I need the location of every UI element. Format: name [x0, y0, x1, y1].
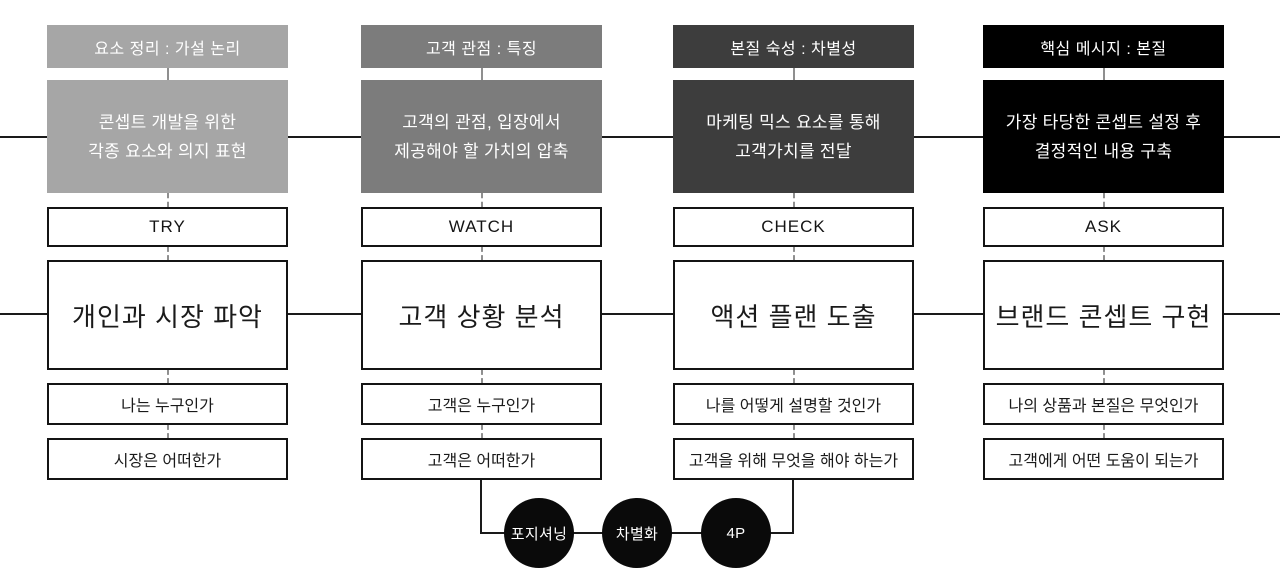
horizontal-rail-middle — [0, 313, 1280, 315]
question1-box-watch: 고객은 누구인가 — [361, 383, 602, 425]
question1-box-check: 나를 어떻게 설명할 것인가 — [673, 383, 914, 425]
circle-label: 포지셔닝 — [510, 525, 568, 543]
dashed-connector — [792, 68, 795, 80]
description-line1: 고객의 관점, 입장에서 — [402, 112, 561, 132]
connector-down-right — [792, 480, 794, 533]
dashed-connector — [1102, 193, 1105, 207]
circle-positioning: 포지셔닝 — [504, 498, 574, 568]
column-check: 본질 숙성 : 차별성 마케팅 믹스 요소를 통해 고객가치를 전달 CHECK… — [673, 25, 914, 480]
title-box-check: 액션 플랜 도출 — [673, 260, 914, 370]
question1-label: 나의 상품과 본질은 무엇인가 — [1008, 398, 1199, 415]
question2-box-try: 시장은 어떠한가 — [47, 438, 288, 480]
dashed-connector — [166, 247, 169, 260]
column-ask: 핵심 메시지 : 본질 가장 타당한 콘셉트 설정 후 결정적인 내용 구축 A… — [983, 25, 1224, 480]
dashed-connector — [1102, 425, 1105, 438]
description-box-watch: 고객의 관점, 입장에서 제공해야 할 가치의 압축 — [361, 80, 602, 193]
title-label: 고객 상황 분석 — [398, 301, 565, 332]
stage-label: WATCH — [448, 217, 515, 236]
description-line2: 각종 요소와 의지 표현 — [88, 141, 247, 161]
column-try: 요소 정리 : 가설 논리 콘셉트 개발을 위한 각종 요소와 의지 표현 TR… — [47, 25, 288, 480]
dashed-connector — [166, 425, 169, 438]
question2-label: 고객은 어떠한가 — [427, 453, 536, 470]
description-line1: 콘셉트 개발을 위한 — [98, 112, 237, 132]
connector-down-left — [480, 480, 482, 533]
dashed-connector — [1102, 247, 1105, 260]
title-box-try: 개인과 시장 파악 — [47, 260, 288, 370]
description-box-check: 마케팅 믹스 요소를 통해 고객가치를 전달 — [673, 80, 914, 193]
dashed-connector — [166, 193, 169, 207]
question2-box-watch: 고객은 어떠한가 — [361, 438, 602, 480]
question2-label: 고객에게 어떤 도움이 되는가 — [1008, 453, 1199, 470]
description-line1: 가장 타당한 콘셉트 설정 후 — [1005, 112, 1202, 132]
question1-box-try: 나는 누구인가 — [47, 383, 288, 425]
question1-label: 나는 누구인가 — [121, 398, 214, 415]
description-box-try: 콘셉트 개발을 위한 각종 요소와 의지 표현 — [47, 80, 288, 193]
question2-label: 고객을 위해 무엇을 해야 하는가 — [688, 453, 899, 470]
circle-4p: 4P — [701, 498, 771, 568]
dashed-connector — [792, 247, 795, 260]
dashed-connector — [1102, 370, 1105, 383]
title-box-watch: 고객 상황 분석 — [361, 260, 602, 370]
header-box-ask: 핵심 메시지 : 본질 — [983, 25, 1224, 68]
header-label: 본질 숙성 : 차별성 — [730, 40, 857, 58]
header-box-check: 본질 숙성 : 차별성 — [673, 25, 914, 68]
title-label: 액션 플랜 도출 — [710, 301, 877, 332]
description-line2: 결정적인 내용 구축 — [1034, 141, 1173, 161]
stage-label: ASK — [1084, 217, 1123, 236]
header-label: 고객 관점 : 특징 — [425, 40, 538, 58]
dashed-connector — [166, 68, 169, 80]
title-box-ask: 브랜드 콘셉트 구현 — [983, 260, 1224, 370]
description-line1: 마케팅 믹스 요소를 통해 — [706, 112, 881, 132]
dashed-connector — [792, 425, 795, 438]
dashed-connector — [480, 370, 483, 383]
circle-label: 차별화 — [615, 525, 659, 543]
dashed-connector — [792, 370, 795, 383]
header-label: 핵심 메시지 : 본질 — [1040, 40, 1167, 58]
column-watch: 고객 관점 : 특징 고객의 관점, 입장에서 제공해야 할 가치의 압축 WA… — [361, 25, 602, 480]
stage-box-check: CHECK — [673, 207, 914, 247]
header-label: 요소 정리 : 가설 논리 — [94, 40, 241, 58]
title-label: 브랜드 콘셉트 구현 — [995, 301, 1212, 332]
dashed-connector — [480, 425, 483, 438]
circle-label: 4P — [726, 524, 746, 542]
header-box-watch: 고객 관점 : 특징 — [361, 25, 602, 68]
dashed-connector — [480, 247, 483, 260]
dashed-connector — [166, 370, 169, 383]
stage-box-ask: ASK — [983, 207, 1224, 247]
question2-label: 시장은 어떠한가 — [113, 453, 222, 470]
title-label: 개인과 시장 파악 — [72, 301, 263, 332]
question1-label: 고객은 누구인가 — [427, 398, 536, 415]
question2-box-ask: 고객에게 어떤 도움이 되는가 — [983, 438, 1224, 480]
horizontal-rail-top — [0, 136, 1280, 138]
stage-box-watch: WATCH — [361, 207, 602, 247]
description-box-ask: 가장 타당한 콘셉트 설정 후 결정적인 내용 구축 — [983, 80, 1224, 193]
stage-label: CHECK — [761, 217, 826, 236]
description-line2: 고객가치를 전달 — [735, 141, 852, 161]
question1-label: 나를 어떻게 설명할 것인가 — [705, 398, 882, 415]
stage-box-try: TRY — [47, 207, 288, 247]
question1-box-ask: 나의 상품과 본질은 무엇인가 — [983, 383, 1224, 425]
description-line2: 제공해야 할 가치의 압축 — [394, 141, 569, 161]
header-box-try: 요소 정리 : 가설 논리 — [47, 25, 288, 68]
dashed-connector — [480, 193, 483, 207]
stage-label: TRY — [149, 217, 186, 236]
dashed-connector — [1102, 68, 1105, 80]
question2-box-check: 고객을 위해 무엇을 해야 하는가 — [673, 438, 914, 480]
dashed-connector — [480, 68, 483, 80]
circle-differentiation: 차별화 — [602, 498, 672, 568]
dashed-connector — [792, 193, 795, 207]
